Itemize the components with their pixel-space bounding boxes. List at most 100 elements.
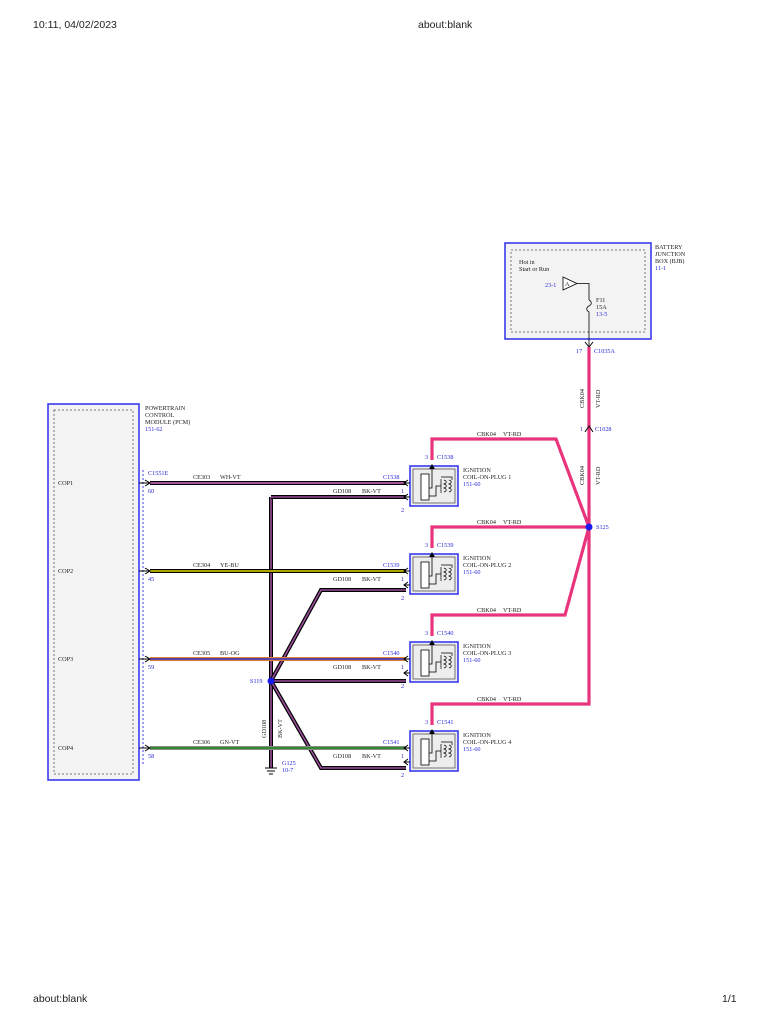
pcm-pin-label-cop3: COP3 (58, 656, 73, 663)
ground-ref[interactable]: 10-7 (282, 767, 293, 774)
ground-color-label-3: BK-VT (362, 664, 381, 671)
coil-signal-connector-1[interactable]: C1538 (383, 474, 400, 481)
coil-pin-signal-4: 1 (401, 753, 404, 760)
pcm-name-line-3: MODULE (PCM) (145, 419, 190, 426)
splice-s125-label: S125 (596, 524, 609, 531)
feed-wire-coil-2-outer (430, 525, 589, 548)
coil-name-line-2-1: COIL-ON-PLUG 1 (463, 474, 511, 481)
splice-s125-icon[interactable] (585, 523, 593, 531)
bjb-name-line-1: BATTERY (655, 244, 683, 251)
footer-url: about:blank (33, 993, 88, 1005)
bjb-connector[interactable]: C1035A (594, 348, 616, 355)
ground-wire-coil-4-inner (270, 680, 406, 769)
riser-color-label: VT-RD (595, 389, 602, 408)
bjb-ref[interactable]: 11-1 (655, 265, 666, 272)
feed-wire-coil-1-inner (431, 438, 590, 528)
ground-wire-coil-2[interactable] (269, 588, 406, 682)
print-timestamp: 10:11, 04/02/2023 (33, 19, 117, 31)
coil-winding-icon (440, 652, 453, 669)
feed-color-label-2: VT-RD (503, 519, 522, 526)
coil-signal-connector-3[interactable]: C1540 (383, 650, 400, 657)
pcm-name-line-2: CONTROL (145, 412, 174, 419)
splice-s119-icon[interactable] (267, 677, 275, 685)
coil-name-line-1-4: IGNITION (463, 732, 491, 739)
coil-feed-connector-1[interactable]: C1538 (437, 454, 454, 461)
riser2-color-label: VT-RD (595, 466, 602, 485)
signal-circuit-label-3: CE305 (193, 650, 210, 657)
coil-driver-icon (420, 561, 430, 589)
feed-circuit-label-4: CBK04 (477, 696, 496, 703)
coil-pin-feed-1: 3 (425, 454, 428, 461)
coil-driver-icon (420, 649, 430, 677)
signal-pin-arrow-icon (403, 479, 410, 487)
pcm-pin-number-cop4: 58 (148, 753, 154, 760)
arrow-icon (144, 567, 151, 575)
ignition-coil-2[interactable] (403, 552, 459, 595)
coil-feed-connector-3[interactable]: C1540 (437, 630, 454, 637)
pcm-pin-label-cop4: COP4 (58, 745, 73, 752)
feed-wire-coil-2[interactable] (430, 525, 589, 548)
coil-ref-3[interactable]: 151-60 (463, 657, 481, 664)
page-title: about:blank (418, 19, 473, 31)
feed-wire-coil-2-inner (431, 526, 589, 548)
riser-circuit-label: CBK04 (579, 389, 586, 408)
ground-circuit-label-1: GD108 (333, 488, 351, 495)
pcm-pin-label-cop2: COP2 (58, 568, 73, 575)
bjb-pin: 17 (576, 348, 582, 355)
feed-color-label-4: VT-RD (503, 696, 522, 703)
coil-box (409, 465, 459, 507)
signal-color-label-1: WH-VT (220, 474, 241, 481)
ground-circuit-label-3: GD108 (333, 664, 351, 671)
bjb-note-line-1: Hot in (519, 259, 535, 266)
coil-link (429, 466, 441, 497)
coil-name-line-2-4: COIL-ON-PLUG 4 (463, 739, 511, 746)
coil-pin-feed-4: 3 (425, 719, 428, 726)
arrow-icon (144, 655, 151, 663)
coil-driver-icon (420, 473, 430, 501)
coil-feed-connector-4[interactable]: C1541 (437, 719, 454, 726)
coil-driver-icon (420, 738, 430, 766)
ignition-coil-1[interactable] (403, 464, 459, 507)
pcm-ref[interactable]: 151-62 (145, 426, 163, 433)
coil-name-line-2-3: COIL-ON-PLUG 3 (463, 650, 511, 657)
fuse-icon (586, 299, 592, 346)
coil-pin-feed-2: 3 (425, 542, 428, 549)
pcm-connector[interactable]: C1551E (148, 470, 169, 477)
coil-signal-connector-2[interactable]: C1539 (383, 562, 400, 569)
pcm-pin-number-cop1: 60 (148, 488, 154, 495)
arrow-icon (144, 479, 151, 487)
coil-ref-2[interactable]: 151-60 (463, 569, 481, 576)
feed-circuit-label-1: CBK04 (477, 431, 496, 438)
riser-connector[interactable]: C1028 (595, 426, 612, 433)
coil-signal-connector-4[interactable]: C1541 (383, 739, 400, 746)
pcm-pin-number-cop2: 45 (148, 576, 154, 583)
power-bus-icon: A (562, 276, 578, 291)
ground-wire-coil-4[interactable] (269, 680, 406, 770)
coil-ref-1[interactable]: 151-60 (463, 481, 481, 488)
signal-circuit-label-1: CE303 (193, 474, 210, 481)
coil-pin-signal-1: 1 (401, 488, 404, 495)
feed-pin-arrow-icon (429, 729, 435, 734)
ground-bus-circuit-label: GD108 (261, 720, 268, 738)
coil-box (409, 641, 459, 683)
signal-color-label-2: YE-BU (220, 562, 239, 569)
coil-link (429, 642, 441, 673)
bjb-bus-ref[interactable]: 23-1 (545, 282, 556, 289)
feed-wire-coil-3[interactable] (430, 526, 591, 636)
fuse-ref[interactable]: 13-5 (596, 311, 607, 318)
ignition-coil-4[interactable] (403, 729, 459, 772)
ground-bus-color-label: BK-VT (277, 719, 284, 738)
bjb-note-line-2: Start or Run (519, 266, 549, 273)
ground-circuit-label-2: GD108 (333, 576, 351, 583)
feed-wire-coil-4[interactable] (430, 527, 591, 725)
bjb-name-line-3: BOX (BJB) (655, 258, 684, 265)
ignition-coil-3[interactable] (403, 640, 459, 683)
feed-wire-coil-1[interactable] (430, 437, 591, 528)
pcm-pin-label-cop1: COP1 (58, 480, 73, 487)
coil-feed-connector-2[interactable]: C1539 (437, 542, 454, 549)
powertrain-control-module: POWERTRAIN CONTROL MODULE (PCM) 151-62 C… (47, 403, 190, 781)
feed-pin-arrow-icon (429, 464, 435, 469)
coil-ref-4[interactable]: 151-60 (463, 746, 481, 753)
battery-junction-box: Hot in Start or Run 23-1 A F11 15A 13-5 … (504, 242, 686, 346)
